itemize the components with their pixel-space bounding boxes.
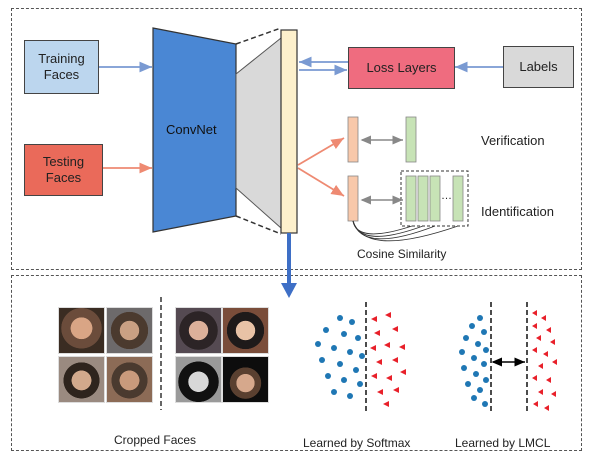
face-image [58,356,105,403]
testing-faces-label: Testing Faces [42,154,85,185]
face-image [58,307,105,354]
cropped-faces-caption: Cropped Faces [114,433,197,447]
face-image [175,356,222,403]
identification-label: Identification [481,204,554,219]
softmax-caption: Learned by Softmax [303,436,411,450]
face-image [175,307,222,354]
feature-learning-panel [11,275,582,451]
testing-faces-box: Testing Faces [24,144,103,196]
softmax-plot [315,302,406,414]
cosine-similarity-label: Cosine Similarity [357,247,447,261]
face-image [222,356,269,403]
labels-box: Labels [503,46,574,88]
convnet-label: ConvNet [166,122,217,137]
loss-layers-label: Loss Layers [366,60,437,75]
loss-layers-box: Loss Layers [348,47,455,89]
face-image [222,307,269,354]
training-faces-box: Training Faces [24,40,99,94]
labels-label: Labels [519,59,558,74]
training-pipeline-panel [11,8,582,270]
lmcl-plot [459,302,557,414]
lmcl-caption: Learned by LMCL [455,436,551,450]
face-image [106,356,153,403]
feature-vector [280,29,298,234]
funnel-block [235,36,282,230]
training-faces-label: Training Faces [38,51,85,82]
verification-label: Verification [481,133,545,148]
face-image [106,307,153,354]
ellipsis-label: … [441,190,452,202]
